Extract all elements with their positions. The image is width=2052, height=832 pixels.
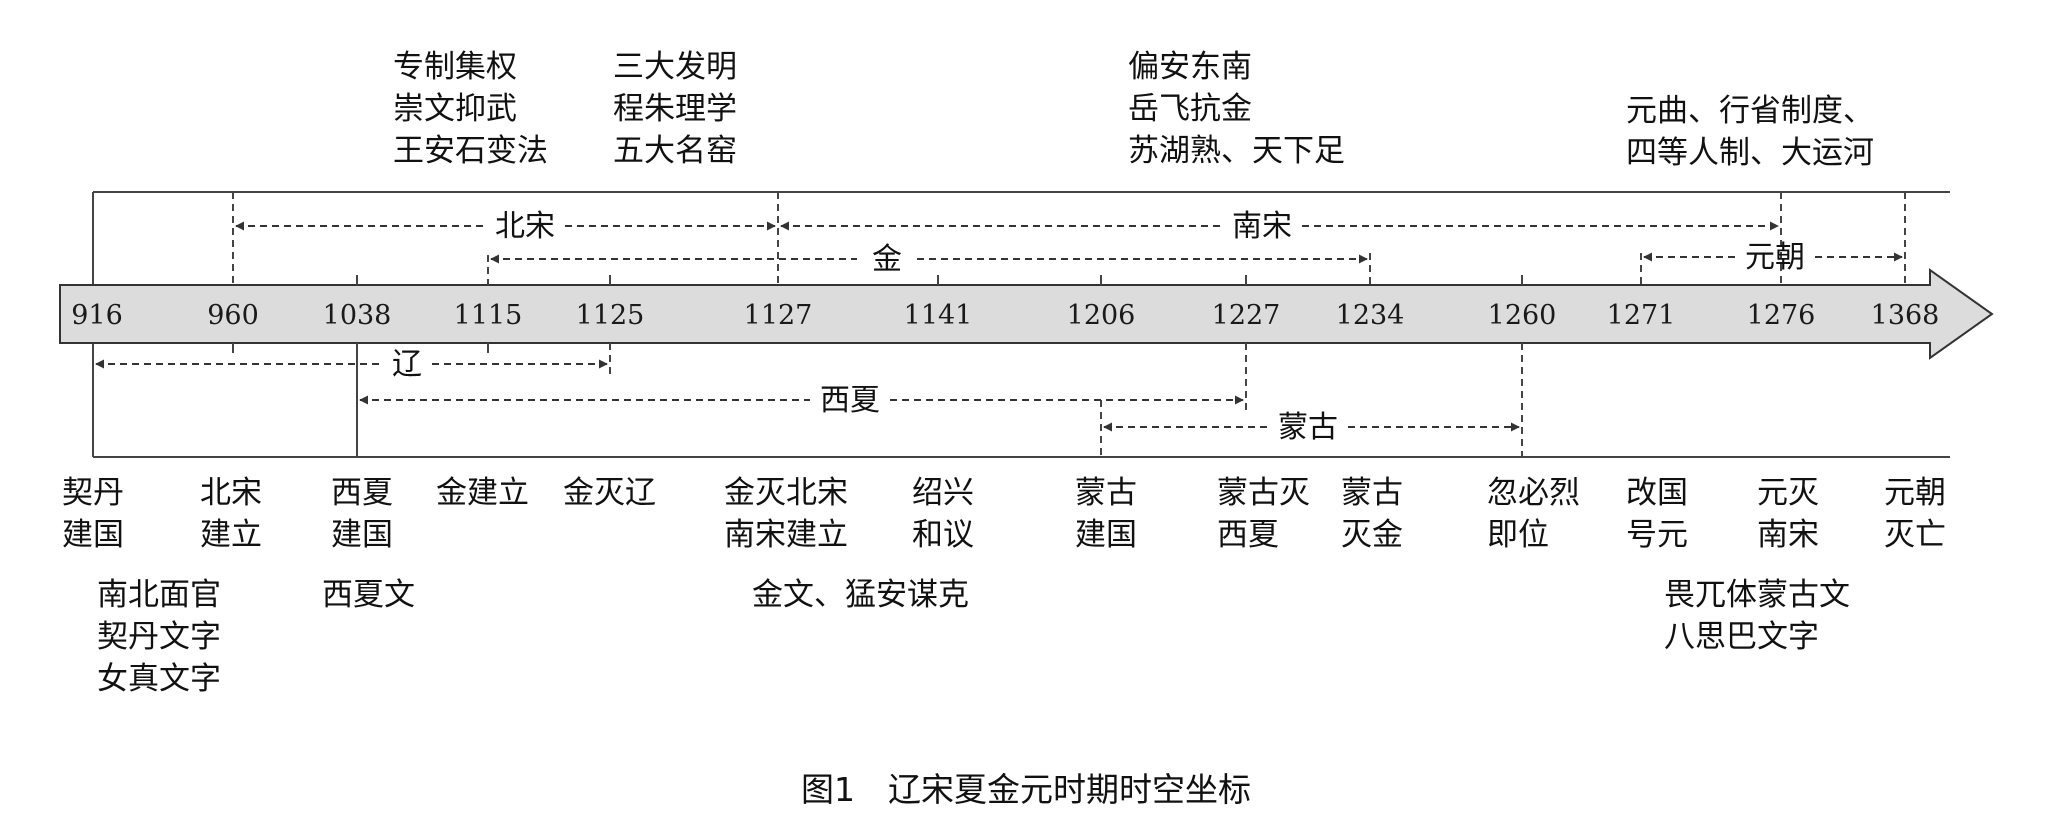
- period-label-yuan: 元朝: [1745, 240, 1805, 275]
- note-line: 畏兀体蒙古文: [1664, 577, 1850, 613]
- event-1038: 西夏 建国: [331, 472, 393, 556]
- event-1368: 元朝 灭亡: [1884, 472, 1946, 556]
- note-line: 女真文字: [97, 661, 221, 697]
- note-line: 金文、猛安谋克: [752, 577, 969, 613]
- year-1115: 1115: [454, 300, 523, 331]
- event-line: 建国: [1075, 517, 1137, 553]
- event-line: 西夏: [331, 475, 393, 511]
- event-line: 金灭辽: [563, 475, 656, 511]
- note-line: 五大名窑: [613, 133, 737, 169]
- event-1206: 蒙古 建国: [1075, 472, 1137, 556]
- period-label-bei-song: 北宋: [495, 209, 555, 244]
- note-nan-song: 偏安东南 岳飞抗金 苏湖熟、天下足: [1128, 46, 1345, 172]
- year-1125: 1125: [576, 300, 645, 331]
- event-1276: 元灭 南宋: [1757, 472, 1819, 556]
- event-line: 南宋: [1757, 517, 1819, 553]
- event-1125: 金灭辽: [563, 472, 656, 514]
- year-guides: [232, 192, 1906, 457]
- note-line: 崇文抑武: [393, 91, 517, 127]
- event-line: 灭金: [1341, 517, 1403, 553]
- note-bei-song-politics: 专制集权 崇文抑武 王安石变法: [393, 46, 548, 172]
- event-line: 灭亡: [1884, 517, 1946, 553]
- event-line: 改国: [1626, 475, 1688, 511]
- year-1141: 1141: [904, 300, 973, 331]
- event-916: 契丹 建国: [62, 472, 124, 556]
- year-ticks: [232, 275, 1523, 457]
- year-1276: 1276: [1747, 300, 1816, 331]
- note-line: 元曲、行省制度、: [1626, 93, 1874, 129]
- event-960: 北宋 建立: [200, 472, 262, 556]
- event-line: 金建立: [436, 475, 529, 511]
- event-line: 契丹: [62, 475, 124, 511]
- year-1038: 1038: [323, 300, 392, 331]
- event-line: 忽必烈: [1487, 475, 1580, 511]
- note-line: 南北面官: [97, 577, 221, 613]
- period-label-xi-xia: 西夏: [820, 383, 880, 418]
- event-1127: 金灭北宋 南宋建立: [724, 472, 848, 556]
- note-line: 苏湖熟、天下足: [1128, 133, 1345, 169]
- year-1271: 1271: [1607, 300, 1676, 331]
- period-label-liao: 辽: [392, 347, 422, 382]
- note-line: 程朱理学: [613, 91, 737, 127]
- event-line: 北宋: [200, 475, 262, 511]
- note-line: 王安石变法: [393, 133, 548, 169]
- note-line: 偏安东南: [1128, 49, 1252, 85]
- event-line: 金灭北宋: [724, 475, 848, 511]
- event-line: 建国: [62, 517, 124, 553]
- note-liao-culture: 南北面官 契丹文字 女真文字: [97, 574, 221, 700]
- event-1234: 蒙古 灭金: [1341, 472, 1403, 556]
- note-yuan: 元曲、行省制度、 四等人制、大运河: [1626, 90, 1874, 174]
- note-jin-culture: 金文、猛安谋克: [752, 574, 969, 616]
- note-line: 四等人制、大运河: [1626, 135, 1874, 171]
- event-line: 和议: [912, 517, 974, 553]
- event-1260: 忽必烈 即位: [1487, 472, 1580, 556]
- year-916: 916: [71, 300, 123, 331]
- event-line: 号元: [1626, 517, 1688, 553]
- event-line: 蒙古: [1341, 475, 1403, 511]
- year-1206: 1206: [1067, 300, 1136, 331]
- year-1127: 1127: [744, 300, 813, 331]
- note-line: 八思巴文字: [1664, 619, 1819, 655]
- event-1115: 金建立: [436, 472, 529, 514]
- note-bei-song-culture: 三大发明 程朱理学 五大名窑: [613, 46, 737, 172]
- event-line: 蒙古灭: [1217, 475, 1310, 511]
- year-960: 960: [207, 300, 259, 331]
- event-line: 蒙古: [1075, 475, 1137, 511]
- note-line: 专制集权: [393, 49, 517, 85]
- note-line: 西夏文: [322, 577, 415, 613]
- note-yuan-culture: 畏兀体蒙古文 八思巴文字: [1664, 574, 1850, 658]
- event-1227: 蒙古灭 西夏: [1217, 472, 1310, 556]
- note-line: 三大发明: [613, 49, 737, 85]
- year-1260: 1260: [1488, 300, 1557, 331]
- note-line: 岳飞抗金: [1128, 91, 1252, 127]
- period-label-menggu: 蒙古: [1278, 410, 1338, 445]
- event-line: 建国: [331, 517, 393, 553]
- period-label-nan-song: 南宋: [1232, 209, 1292, 244]
- event-line: 即位: [1487, 517, 1549, 553]
- event-line: 南宋建立: [724, 517, 848, 553]
- year-1234: 1234: [1336, 300, 1405, 331]
- note-line: 契丹文字: [97, 619, 221, 655]
- event-line: 建立: [200, 517, 262, 553]
- year-1227: 1227: [1212, 300, 1281, 331]
- figure-caption: 图1 辽宋夏金元时期时空坐标: [801, 770, 1251, 809]
- event-line: 绍兴: [912, 475, 974, 511]
- event-line: 元朝: [1884, 475, 1946, 511]
- timeline-arrow-band: [59, 268, 1994, 360]
- event-1271: 改国 号元: [1626, 472, 1688, 556]
- note-xi-xia-culture: 西夏文: [322, 574, 415, 616]
- event-line: 元灭: [1757, 475, 1819, 511]
- period-label-jin: 金: [872, 242, 902, 277]
- event-1141: 绍兴 和议: [912, 472, 974, 556]
- event-line: 西夏: [1217, 517, 1279, 553]
- year-1368: 1368: [1871, 300, 1940, 331]
